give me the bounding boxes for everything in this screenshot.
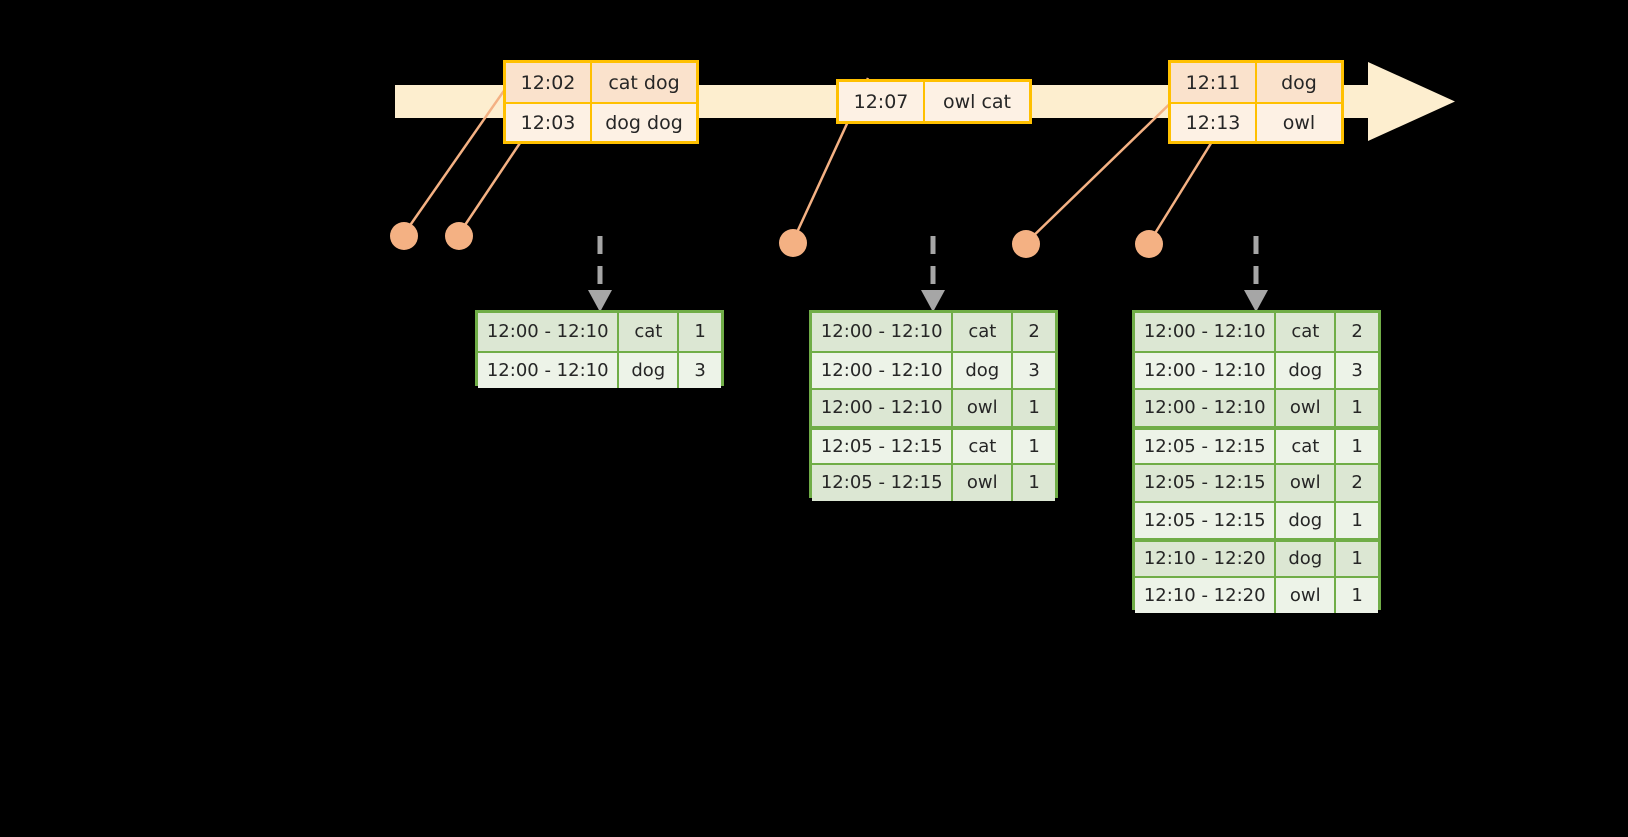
window-cell: 12:00 - 12:10 xyxy=(1135,390,1277,426)
window-cell: 12:10 - 12:20 xyxy=(1135,577,1277,613)
count-cell: 1 xyxy=(1351,397,1363,419)
connector-line-2 xyxy=(457,139,524,235)
count-cell: 1 xyxy=(1028,472,1040,494)
table-row: 12:05 - 12:15 cat 1 xyxy=(812,425,1055,463)
window-cell: 12:05 - 12:15 xyxy=(812,429,954,463)
window-cell: 12:10 - 12:20 xyxy=(1135,542,1277,576)
event-dot-1 xyxy=(390,222,418,250)
message-time: 12:03 xyxy=(506,104,592,141)
message-row: 12:07 owl cat xyxy=(839,82,1029,121)
dashed-arrow-2 xyxy=(921,236,945,312)
connector-line-5 xyxy=(1147,139,1215,244)
window-cell: 12:05 - 12:15 xyxy=(812,465,954,501)
count-cell: 1 xyxy=(1351,548,1363,570)
word-cell: cat xyxy=(1276,429,1337,463)
word-cell: owl xyxy=(1276,577,1337,613)
table-row: 12:00 - 12:10 dog 3 xyxy=(478,350,721,388)
result-table-2[interactable]: 12:00 - 12:10 cat 2 12:00 - 12:10 dog 3 … xyxy=(809,310,1058,501)
event-dot-3 xyxy=(779,229,807,257)
table-row: 12:05 - 12:15 dog 1 xyxy=(1135,500,1378,538)
table-row: 12:00 - 12:10 owl 1 xyxy=(812,388,1055,426)
message-row: 12:13 owl xyxy=(1171,102,1341,141)
event-dots xyxy=(390,222,1163,258)
table-row: 12:10 - 12:20 owl 1 xyxy=(1135,575,1378,613)
word-cell: cat xyxy=(953,313,1014,351)
message-box-2[interactable]: 12:07 owl cat xyxy=(836,79,1032,124)
count-cell: 1 xyxy=(1028,397,1040,419)
message-text: dog dog xyxy=(605,111,683,134)
word-cell: owl xyxy=(1276,390,1337,426)
message-text: dog xyxy=(1281,71,1317,94)
message-text: cat dog xyxy=(608,71,680,94)
word-cell: owl xyxy=(953,465,1014,501)
dashed-arrow-3 xyxy=(1244,236,1268,312)
count-cell: 3 xyxy=(694,359,706,381)
message-text: owl cat xyxy=(942,90,1012,113)
table-row: 12:10 - 12:20 dog 1 xyxy=(1135,538,1378,576)
table-row: 12:00 - 12:10 owl 1 xyxy=(1135,388,1378,426)
message-time: 12:11 xyxy=(1171,63,1257,102)
table-row: 12:00 - 12:10 cat 2 xyxy=(1135,313,1378,351)
window-cell: 12:05 - 12:15 xyxy=(1135,429,1277,463)
message-box-1[interactable]: 12:02 cat dog 12:03 dog dog xyxy=(503,60,699,144)
count-cell: 1 xyxy=(694,321,706,343)
count-cell: 3 xyxy=(1351,359,1363,381)
count-cell: 2 xyxy=(1028,321,1040,343)
word-cell: dog xyxy=(1276,502,1337,538)
message-time: 12:02 xyxy=(506,63,592,102)
table-row: 12:00 - 12:10 dog 3 xyxy=(812,350,1055,388)
message-text: owl xyxy=(1282,111,1316,134)
count-cell: 1 xyxy=(1351,509,1363,531)
window-cell: 12:00 - 12:10 xyxy=(812,390,954,426)
word-cell: cat xyxy=(953,429,1014,463)
event-dot-4 xyxy=(1012,230,1040,258)
word-cell: dog xyxy=(619,352,680,388)
window-cell: 12:05 - 12:15 xyxy=(1135,502,1277,538)
word-cell: cat xyxy=(619,313,680,351)
message-time: 12:07 xyxy=(839,82,925,121)
message-row: 12:02 cat dog xyxy=(506,63,696,102)
message-row: 12:03 dog dog xyxy=(506,102,696,141)
count-cell: 2 xyxy=(1351,321,1363,343)
word-cell: dog xyxy=(953,352,1014,388)
table-row: 12:05 - 12:15 owl 2 xyxy=(1135,463,1378,501)
count-cell: 3 xyxy=(1028,359,1040,381)
count-cell: 1 xyxy=(1028,435,1040,457)
message-row: 12:11 dog xyxy=(1171,63,1341,102)
dashed-arrow-1 xyxy=(588,236,612,312)
table-row: 12:05 - 12:15 owl 1 xyxy=(812,463,1055,501)
count-cell: 1 xyxy=(1351,584,1363,606)
count-cell: 2 xyxy=(1351,472,1363,494)
count-cell: 1 xyxy=(1351,435,1363,457)
window-cell: 12:00 - 12:10 xyxy=(478,352,620,388)
window-cell: 12:00 - 12:10 xyxy=(1135,352,1277,388)
dashed-arrows xyxy=(588,236,1268,312)
word-cell: owl xyxy=(953,390,1014,426)
table-row: 12:00 - 12:10 cat 2 xyxy=(812,313,1055,351)
word-cell: cat xyxy=(1276,313,1337,351)
word-cell: dog xyxy=(1276,542,1337,576)
window-cell: 12:05 - 12:15 xyxy=(1135,465,1277,501)
table-row: 12:05 - 12:15 cat 1 xyxy=(1135,425,1378,463)
word-cell: owl xyxy=(1276,465,1337,501)
result-table-1[interactable]: 12:00 - 12:10 cat 1 12:00 - 12:10 dog 3 xyxy=(475,310,724,388)
event-dot-5 xyxy=(1135,230,1163,258)
table-row: 12:00 - 12:10 dog 3 xyxy=(1135,350,1378,388)
message-box-3[interactable]: 12:11 dog 12:13 owl xyxy=(1168,60,1344,144)
event-dot-2 xyxy=(445,222,473,250)
window-cell: 12:00 - 12:10 xyxy=(812,313,954,351)
word-cell: dog xyxy=(1276,352,1337,388)
result-table-3[interactable]: 12:00 - 12:10 cat 2 12:00 - 12:10 dog 3 … xyxy=(1132,310,1381,613)
table-row: 12:00 - 12:10 cat 1 xyxy=(478,313,721,351)
window-cell: 12:00 - 12:10 xyxy=(478,313,620,351)
window-cell: 12:00 - 12:10 xyxy=(1135,313,1277,351)
message-time: 12:13 xyxy=(1171,104,1257,141)
window-cell: 12:00 - 12:10 xyxy=(812,352,954,388)
